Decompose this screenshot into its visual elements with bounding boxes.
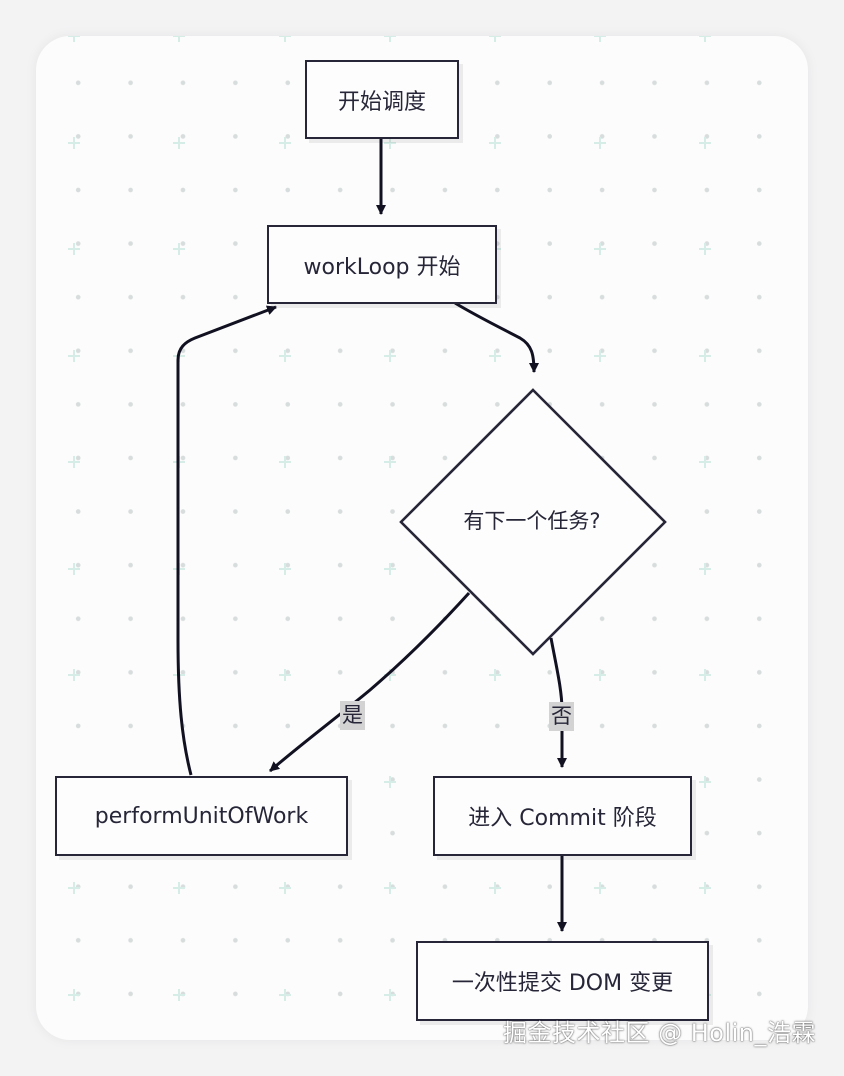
grid-plus-marker — [384, 988, 396, 1001]
grid-plus-marker — [279, 36, 291, 42]
grid-plus-marker — [594, 243, 606, 255]
node-commit-dom: 一次性提交 DOM 变更 — [416, 941, 709, 1021]
node-start-label: 开始调度 — [337, 89, 426, 115]
grid-plus-marker — [173, 36, 185, 42]
node-enter-commit: 进入 Commit 阶段 — [433, 776, 692, 856]
decision-diamond — [399, 388, 667, 656]
grid-plus-marker — [489, 349, 501, 362]
grid-plus-marker — [699, 562, 711, 575]
grid-plus-marker — [68, 243, 80, 255]
node-workloop-start: workLoop 开始 — [267, 225, 497, 304]
node-perform-unit-of-work: performUnitOfWork — [55, 776, 348, 856]
grid-plus-marker — [699, 36, 711, 42]
grid-plus-marker — [68, 988, 80, 1001]
grid-plus-marker — [279, 562, 291, 575]
grid-plus-marker — [384, 136, 396, 149]
grid-plus-marker — [384, 882, 396, 894]
node-dom-label: 一次性提交 DOM 变更 — [451, 971, 674, 996]
grid-plus-marker — [699, 669, 711, 681]
grid-plus-marker — [594, 349, 606, 362]
grid-plus-marker — [279, 136, 291, 149]
edge-yes-to-perform — [269, 591, 471, 773]
grid-plus-marker — [699, 882, 711, 894]
grid-plus-marker — [279, 669, 291, 681]
node-workloop-label: workLoop 开始 — [303, 254, 461, 280]
node-start-scheduling: 开始调度 — [305, 60, 459, 139]
grid-plus-marker — [384, 775, 396, 788]
grid-plus-marker — [68, 562, 80, 575]
grid-plus-marker — [68, 882, 80, 894]
grid-plus-marker — [68, 136, 80, 149]
node-commit-label: 进入 Commit 阶段 — [468, 806, 657, 831]
grid-plus-marker — [279, 349, 291, 362]
grid-plus-marker — [384, 562, 396, 575]
grid-plus-marker — [68, 36, 80, 42]
edge-label-no: 否 — [549, 702, 574, 731]
grid-plus-marker — [384, 349, 396, 362]
grid-plus-marker — [489, 669, 501, 681]
grid-plus-marker — [699, 456, 711, 468]
grid-plus-marker — [699, 349, 711, 362]
node-perform-label: performUnitOfWork — [94, 803, 309, 829]
grid-plus-marker — [68, 669, 80, 681]
grid-plus-marker — [279, 456, 291, 468]
grid-plus-marker — [173, 882, 185, 894]
grid-plus-marker — [279, 988, 291, 1001]
grid-plus-marker — [699, 775, 711, 788]
grid-plus-marker — [699, 243, 711, 255]
grid-plus-marker — [594, 136, 606, 149]
decision-label: 有下一个任务? — [463, 509, 601, 533]
grid-plus-marker — [68, 456, 80, 468]
watermark: 掘金技术社区 @ Holin_浩霖 — [502, 1019, 816, 1047]
grid-plus-marker — [173, 988, 185, 1001]
grid-plus-marker — [489, 136, 501, 149]
grid-plus-marker — [384, 669, 396, 681]
grid-plus-marker — [594, 36, 606, 42]
edge-perform-to-workloop — [176, 305, 277, 776]
grid-plus-marker — [279, 882, 291, 894]
grid-plus-marker — [384, 36, 396, 42]
edge-workloop-to-decision — [454, 301, 539, 373]
grid-plus-marker — [489, 36, 501, 42]
grid-plus-marker — [384, 456, 396, 468]
grid-plus-marker — [594, 882, 606, 894]
grid-plus-marker — [173, 136, 185, 149]
grid-plus-marker — [173, 243, 185, 255]
grid-plus-marker — [489, 882, 501, 894]
edge-label-yes: 是 — [340, 701, 365, 730]
grid-plus-marker — [594, 669, 606, 681]
grid-plus-marker — [68, 349, 80, 362]
grid-plus-marker — [699, 136, 711, 149]
